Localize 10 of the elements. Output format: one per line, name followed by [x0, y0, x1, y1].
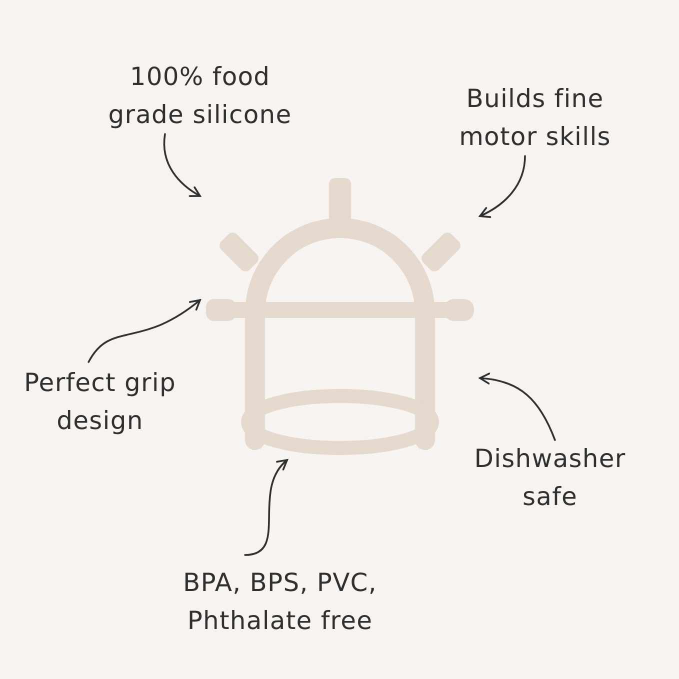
callout-text: Builds fine motor skills	[458, 83, 612, 153]
callout-text: Dishwasher safe	[473, 443, 627, 513]
callout-text: Perfect grip design	[23, 367, 177, 437]
callout-text: 100% food grade silicone	[107, 61, 293, 131]
arrow	[244, 459, 288, 556]
callout-text: BPA, BPS, PVC, Phthalate free	[182, 567, 378, 637]
arrow	[479, 155, 526, 218]
arrow	[163, 133, 201, 197]
arrow	[88, 299, 201, 363]
arrow	[479, 373, 556, 441]
